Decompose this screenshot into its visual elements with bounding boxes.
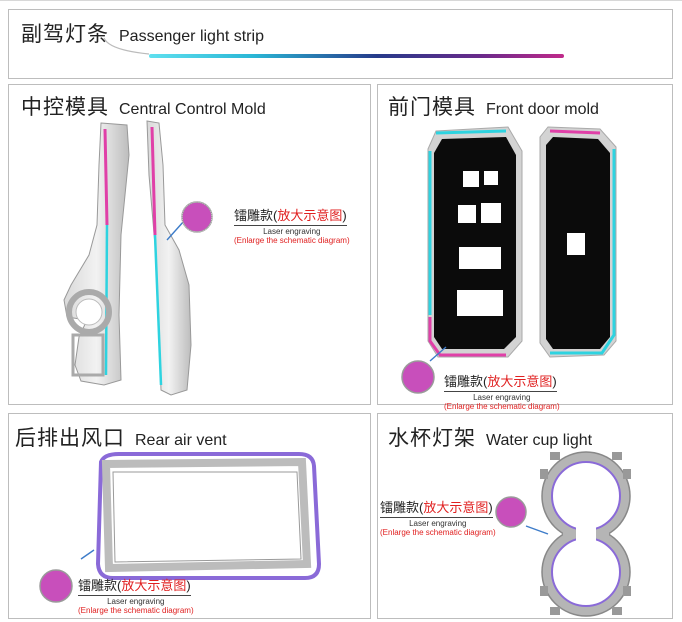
front-door-mold-illustration [401, 126, 617, 394]
callout-label-zh: 镭雕款 [380, 500, 420, 515]
callout-sub-en: Laser engraving [263, 227, 321, 236]
panel-title: 水杯灯架 Water cup light [388, 422, 592, 452]
callout-paren-close: ) [552, 374, 557, 389]
callout-sub-red: (Enlarge the schematic diagram) [444, 402, 560, 411]
title-en: Water cup light [486, 432, 593, 449]
panel-rear-air-vent: 后排出风口 Rear air vent 镭雕款(放大示意图) Laser engr… [8, 413, 371, 619]
title-en: Central Control Mold [119, 101, 266, 118]
laser-engraving-callout: 镭雕款(放大示意图) Laser engraving (Enlarge the … [444, 371, 560, 411]
callout-sub-en: Laser engraving [473, 393, 531, 402]
title-zh: 后排出风口 [15, 426, 125, 450]
water-cup-light-illustration [495, 451, 631, 617]
callout-paren-open: ( [419, 500, 424, 515]
title-en: Rear air vent [135, 432, 227, 449]
title-zh: 前门模具 [388, 95, 476, 119]
title-zh: 水杯灯架 [388, 426, 476, 450]
laser-engraving-callout: 镭雕款(放大示意图) Laser engraving (Enlarge the … [78, 575, 194, 615]
callout-label-red: 放大示意图 [277, 208, 343, 223]
callout-paren-open: ( [117, 578, 122, 593]
callout-sub-red: (Enlarge the schematic diagram) [78, 606, 194, 615]
callout-paren-open: ( [273, 208, 278, 223]
callout-sub-en: Laser engraving [409, 519, 467, 528]
callout-label-red: 放大示意图 [423, 500, 489, 515]
callout-paren-close: ) [342, 208, 347, 223]
callout-paren-close: ) [186, 578, 191, 593]
top-divider [0, 0, 682, 1]
callout-label-red: 放大示意图 [121, 578, 187, 593]
panel-title: 后排出风口 Rear air vent [15, 422, 227, 452]
rear-air-vent-illustration [39, 452, 322, 603]
panel-front-door-mold: 前门模具 Front door mold 镭雕款(放大示意图) Laser eng… [377, 84, 673, 411]
callout-sub-red: (Enlarge the schematic diagram) [234, 236, 350, 245]
panel-title: 中控模具 Central Control Mold [21, 91, 266, 121]
panel-central-control-mold: 中控模具 Central Control Mold 镭雕款(放大示意图) Lase… [8, 84, 371, 405]
laser-engraving-callout: 镭雕款(放大示意图) Laser engraving (Enlarge the … [234, 205, 350, 245]
title-en: Front door mold [486, 101, 599, 118]
panel-title: 前门模具 Front door mold [388, 91, 599, 121]
panel-title: 副驾灯条 Passenger light strip [21, 18, 264, 48]
callout-label-zh: 镭雕款 [78, 578, 118, 593]
panel-water-cup-light: 水杯灯架 Water cup light 镭雕款(放大示意图) Laser eng… [377, 413, 673, 619]
panel-passenger-light-strip: 副驾灯条 Passenger light strip [8, 9, 673, 79]
title-en: Passenger light strip [119, 28, 264, 45]
callout-label-red: 放大示意图 [487, 374, 553, 389]
title-zh: 副驾灯条 [21, 22, 109, 46]
callout-label-zh: 镭雕款 [234, 208, 274, 223]
laser-engraving-callout: 镭雕款(放大示意图) Laser engraving (Enlarge the … [380, 497, 496, 537]
title-zh: 中控模具 [21, 95, 109, 119]
central-control-mold-illustration [63, 120, 213, 396]
callout-sub-en: Laser engraving [107, 597, 165, 606]
callout-paren-open: ( [483, 374, 488, 389]
callout-label-zh: 镭雕款 [444, 374, 484, 389]
light-strip-illustration [103, 37, 564, 58]
callout-paren-close: ) [488, 500, 493, 515]
callout-sub-red: (Enlarge the schematic diagram) [380, 528, 496, 537]
